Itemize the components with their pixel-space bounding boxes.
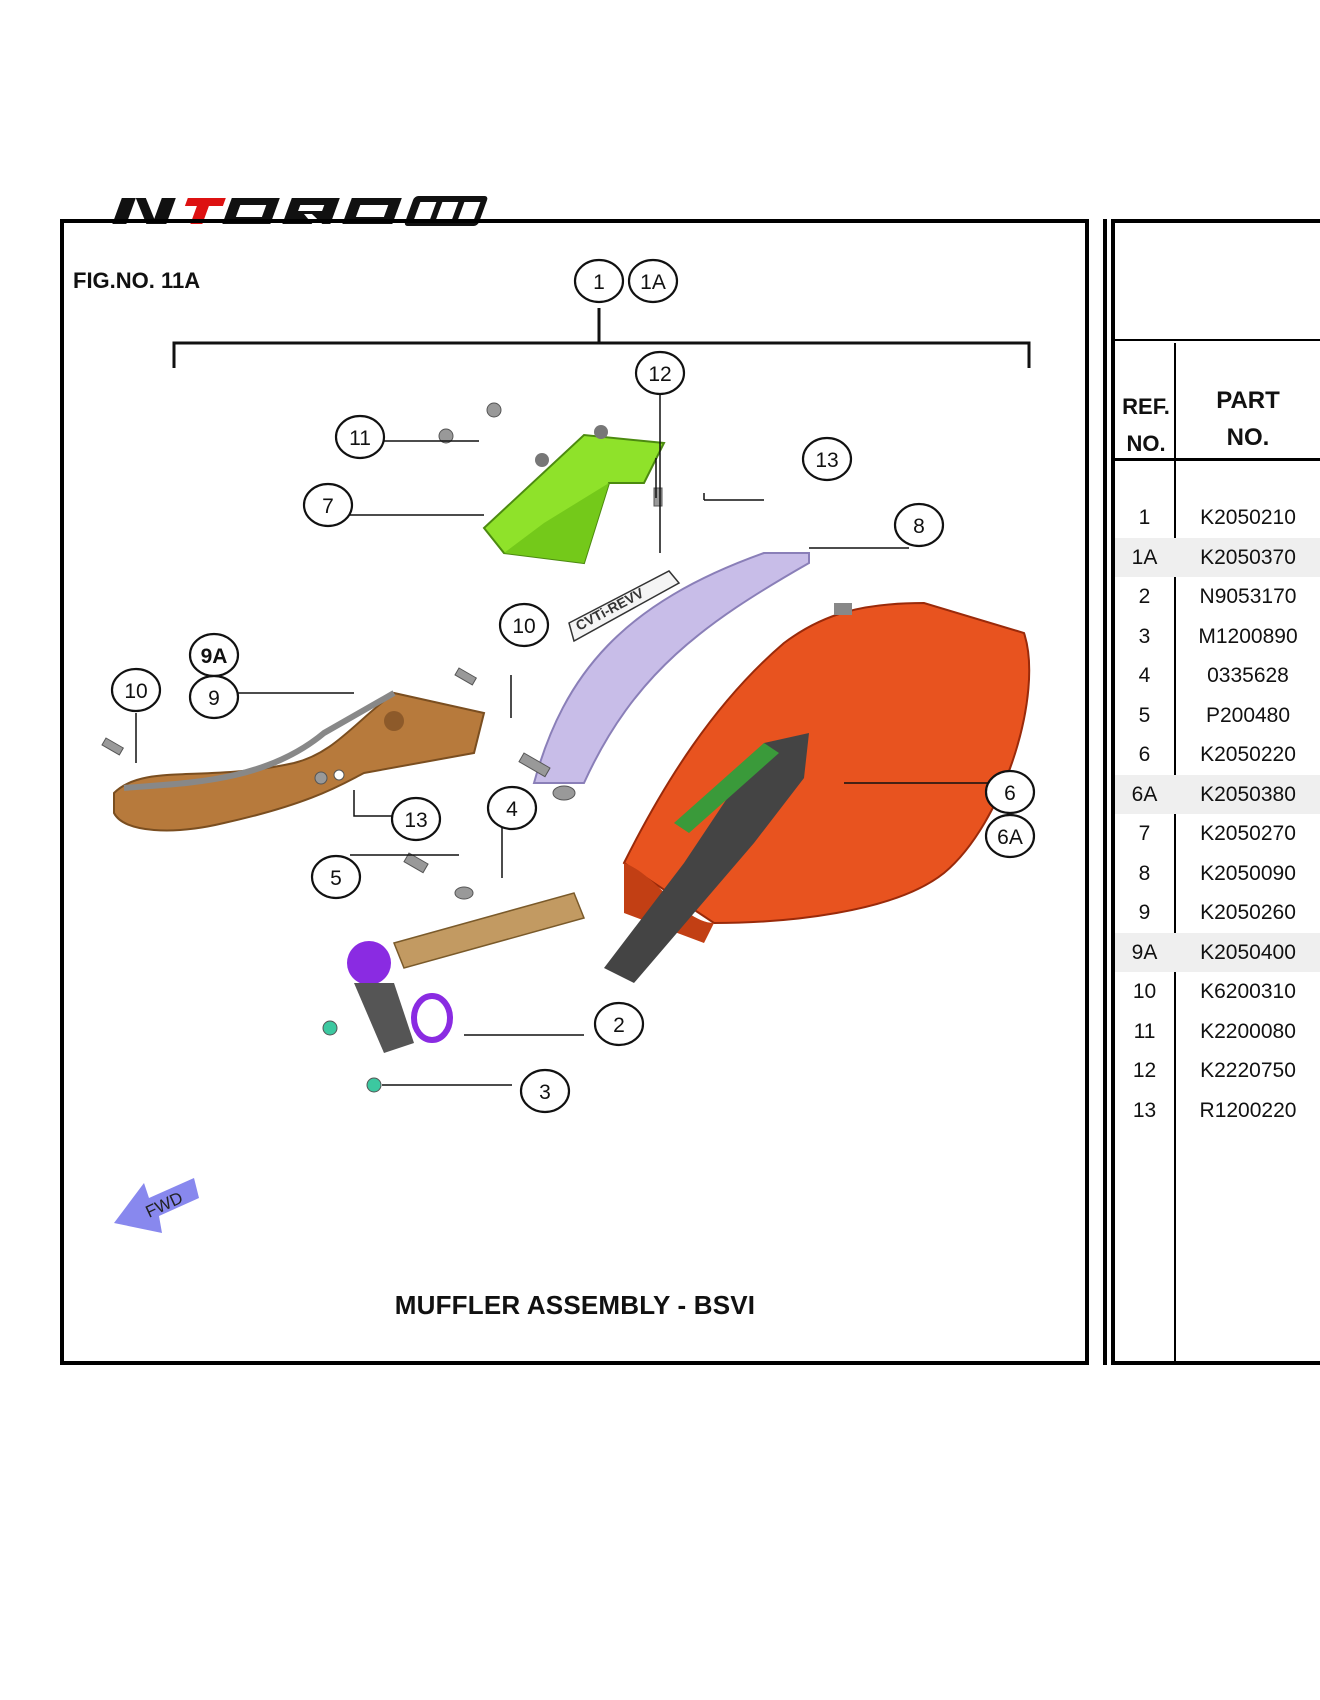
figure-number: FIG.NO. 11A: [73, 268, 201, 293]
callout-3: [519, 1068, 571, 1114]
svg-text:7: 7: [322, 495, 334, 518]
heat-shield-cover-part: [482, 425, 666, 565]
svg-text:6A: 6A: [997, 826, 1023, 849]
table-header-bottom-rule: [1115, 458, 1320, 461]
callout-2: [593, 1001, 645, 1047]
callout-13-bottom: [390, 796, 442, 842]
leader-lines: [135, 393, 1004, 1086]
exhaust-pipe-part: [347, 892, 586, 1053]
callout-12: [634, 350, 686, 396]
exploded-diagram: CVTi-REVV: [101, 258, 1036, 1233]
callout-10-mid: [498, 602, 550, 648]
callout-6: [984, 769, 1036, 815]
svg-text:3: 3: [539, 1081, 551, 1104]
guard-part: [113, 690, 486, 832]
svg-text:9A: 9A: [201, 645, 228, 668]
svg-text:10: 10: [124, 680, 147, 703]
callout-7: [302, 482, 354, 528]
svg-text:4: 4: [506, 798, 518, 821]
callout-10-left: [110, 667, 162, 713]
svg-text:12: 12: [648, 363, 671, 386]
svg-text:1A: 1A: [640, 271, 666, 294]
callout-6a: [984, 813, 1036, 859]
callout-9: [188, 674, 240, 720]
table-frame: [1111, 219, 1320, 1365]
callout-11: [334, 414, 386, 460]
forward-direction-arrow: FWD: [114, 1178, 199, 1233]
ntorq-logo: [112, 196, 488, 226]
muffler-body-part: [604, 601, 1031, 983]
callout-1a: [627, 258, 679, 304]
svg-text:6: 6: [1004, 782, 1016, 805]
svg-text:5: 5: [330, 867, 342, 890]
callout-8: [893, 502, 945, 548]
table-column-divider: [1174, 343, 1176, 1363]
gasket-part: [411, 993, 453, 1043]
assembly-bracket: [172, 308, 1031, 368]
figure-frame: [60, 219, 1089, 1365]
svg-text:9: 9: [208, 687, 220, 710]
svg-text:13: 13: [815, 449, 838, 472]
side-cover-part: [532, 552, 810, 784]
svg-text:13: 13: [404, 809, 427, 832]
callout-1: [573, 258, 625, 304]
callout-13-top: [801, 436, 853, 482]
svg-text:10: 10: [512, 615, 535, 638]
svg-text:2: 2: [613, 1014, 625, 1037]
hardware-parts: [101, 402, 663, 1093]
svg-text:11: 11: [349, 427, 371, 450]
callout-5: [310, 854, 362, 900]
svg-text:1: 1: [593, 271, 605, 294]
frame-divider: [1103, 219, 1107, 1365]
header-ref-no: REF. NO.: [1122, 394, 1170, 456]
header-part-no: PART NO.: [1216, 387, 1280, 451]
svg-text:8: 8: [913, 515, 925, 538]
callout-4: [486, 785, 538, 831]
table-header-top-rule: [1115, 339, 1320, 341]
figure-title: MUFFLER ASSEMBLY - BSVI: [394, 1290, 756, 1320]
callouts: [110, 258, 1036, 1114]
